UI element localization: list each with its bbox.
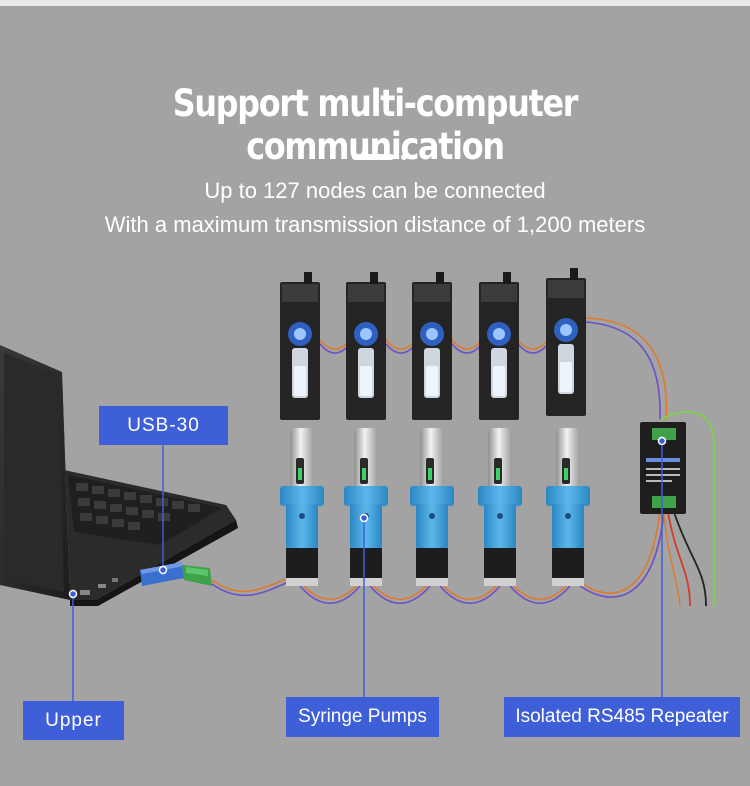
title-divider-dot (401, 154, 407, 160)
title-divider-bar (352, 154, 394, 160)
page-title: Support multi-computer communication (172, 82, 579, 168)
usb-label: USB-30 (99, 406, 228, 445)
repeater-label: Isolated RS485 Repeater (504, 697, 740, 737)
callout-lines (68, 436, 667, 701)
syringe-pump-top-row (280, 268, 586, 420)
subtitle-distance: With a maximum transmission distance of … (104, 212, 646, 237)
upper-label: Upper (23, 701, 124, 740)
syringe-pumps-label: Syringe Pumps (286, 697, 439, 737)
laptop-icon (0, 345, 238, 606)
syringe-pump-bottom-row (280, 428, 590, 586)
usb-converter-icon (140, 562, 212, 586)
top-border (0, 0, 750, 6)
subtitle-nodes: Up to 127 nodes can be connected (204, 178, 546, 203)
rs485-repeater-icon (640, 422, 686, 514)
